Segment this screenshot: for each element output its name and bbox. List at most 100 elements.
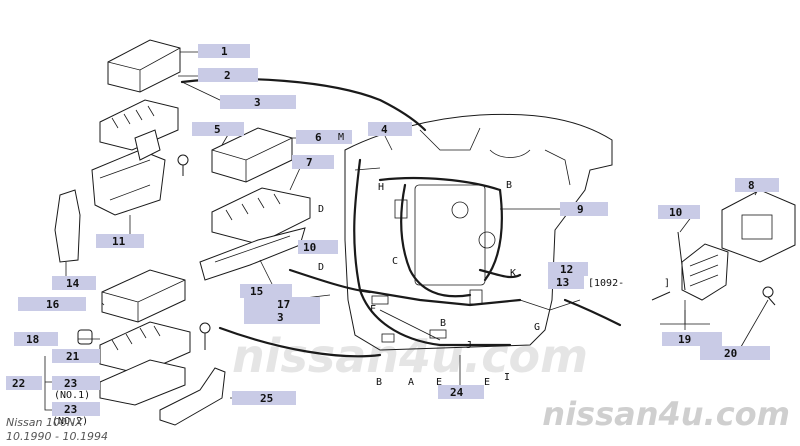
letter-C: C xyxy=(392,256,398,267)
leader-lines xyxy=(44,51,769,411)
letter-D-1: D xyxy=(318,204,324,215)
watermark-bottom: nissan4u.com xyxy=(542,395,790,433)
svg-text:2: 2 xyxy=(224,69,231,82)
relay-19 xyxy=(681,243,729,301)
note-date-code: [1092- xyxy=(588,278,624,289)
letter-F: F xyxy=(370,304,376,315)
svg-text:8: 8 xyxy=(748,179,755,192)
letter-G: G xyxy=(534,322,540,333)
fuse-block-21 xyxy=(99,321,191,375)
letter-B-2: B xyxy=(440,318,446,329)
svg-text:25: 25 xyxy=(260,392,273,405)
svg-text:13: 13 xyxy=(556,276,569,289)
svg-text:5: 5 xyxy=(214,123,221,136)
cable-right xyxy=(563,298,622,327)
callout-3-bottom: 3 xyxy=(244,310,320,324)
svg-text:24: 24 xyxy=(450,386,464,399)
callout-1: 1 xyxy=(198,44,250,58)
svg-text:10: 10 xyxy=(303,241,316,254)
bolt-17 xyxy=(199,322,211,350)
svg-text:7: 7 xyxy=(306,156,313,169)
callout-17: 17 xyxy=(244,297,320,311)
footer-model: Nissan 100NX xyxy=(6,416,83,429)
svg-text:20: 20 xyxy=(724,347,737,360)
fuse-box-cover-16 xyxy=(101,269,186,323)
svg-text:15: 15 xyxy=(250,285,263,298)
callout-14: 14 xyxy=(52,276,96,290)
bracket-11 xyxy=(91,129,166,216)
callout-22: 22 xyxy=(6,376,42,390)
bracket-25 xyxy=(159,367,226,426)
svg-text:17: 17 xyxy=(277,298,290,311)
callout-20: 20 xyxy=(700,346,770,360)
callout-4: 4 xyxy=(368,122,412,136)
callout-6: 6 xyxy=(296,130,352,144)
letter-H: H xyxy=(378,182,384,193)
callout-11: 11 xyxy=(96,234,144,248)
svg-text:10: 10 xyxy=(669,206,682,219)
svg-text:9: 9 xyxy=(577,203,584,216)
callout-3-top: 3 xyxy=(220,95,296,109)
note-no2: (NO.2) xyxy=(52,416,88,427)
svg-text:14: 14 xyxy=(66,277,80,290)
svg-text:22: 22 xyxy=(12,377,25,390)
callout-13: 13 xyxy=(548,275,584,289)
svg-text:1: 1 xyxy=(221,45,228,58)
fuse-box-cover-1 xyxy=(107,39,181,93)
callout-9: 9 xyxy=(560,202,608,216)
letter-I: I xyxy=(504,372,510,383)
svg-text:11: 11 xyxy=(112,235,126,248)
callout-16: 16 xyxy=(18,297,86,311)
cover-23 xyxy=(99,359,186,406)
callout-8: 8 xyxy=(735,178,779,192)
strap-10 xyxy=(677,231,686,291)
svg-text:12: 12 xyxy=(560,263,573,276)
screw-bolt xyxy=(177,154,189,176)
letter-M: M xyxy=(338,132,344,143)
callout-24: 24 xyxy=(438,385,484,399)
svg-text:21: 21 xyxy=(66,350,80,363)
svg-text:3: 3 xyxy=(254,96,261,109)
callout-5: 5 xyxy=(192,122,244,136)
svg-text:23: 23 xyxy=(64,403,77,416)
callout-15: 15 xyxy=(240,284,292,298)
fuse-block-2 xyxy=(99,99,179,151)
dashboard-harness-drawing xyxy=(344,113,613,351)
relay-bracket-8 xyxy=(721,189,796,263)
callout-2: 2 xyxy=(198,68,258,82)
connector-18 xyxy=(77,329,93,345)
callout-25: 25 xyxy=(232,391,296,405)
callout-19: 19 xyxy=(662,332,722,346)
callout-12: 12 xyxy=(548,262,588,276)
note-no1: (NO.1) xyxy=(54,390,90,401)
svg-text:16: 16 xyxy=(46,298,60,311)
note-date-close: ] xyxy=(664,278,670,289)
footer-years: 10.1990 - 10.1994 xyxy=(6,430,108,443)
letter-J: J xyxy=(466,340,472,351)
callout-18: 18 xyxy=(14,332,58,346)
screw-right xyxy=(651,286,776,306)
callout-23-no1: 23 xyxy=(52,376,100,390)
svg-text:19: 19 xyxy=(678,333,691,346)
callout-10-left: 10 xyxy=(298,240,338,254)
svg-text:18: 18 xyxy=(26,333,39,346)
svg-text:4: 4 xyxy=(381,123,388,136)
callout-10-right: 10 xyxy=(658,205,700,219)
callout-7: 7 xyxy=(292,155,334,169)
cable-mid xyxy=(288,268,372,294)
fuse-box-cover-5 xyxy=(211,127,293,183)
cable-bottom xyxy=(218,326,382,358)
letter-D-2: D xyxy=(318,262,324,273)
fuse-block-7 xyxy=(211,187,311,245)
letter-E-2: E xyxy=(484,377,490,388)
bracket-14 xyxy=(54,189,81,263)
svg-text:23: 23 xyxy=(64,377,77,390)
letter-B-3: B xyxy=(376,377,382,388)
callout-21: 21 xyxy=(52,349,100,363)
svg-text:3: 3 xyxy=(277,311,284,324)
letter-A: A xyxy=(408,377,414,388)
callout-23-no2: 23 xyxy=(52,402,100,416)
letter-B-1: B xyxy=(506,180,512,191)
letter-K: K xyxy=(510,268,516,279)
letter-E-1: E xyxy=(436,377,442,388)
